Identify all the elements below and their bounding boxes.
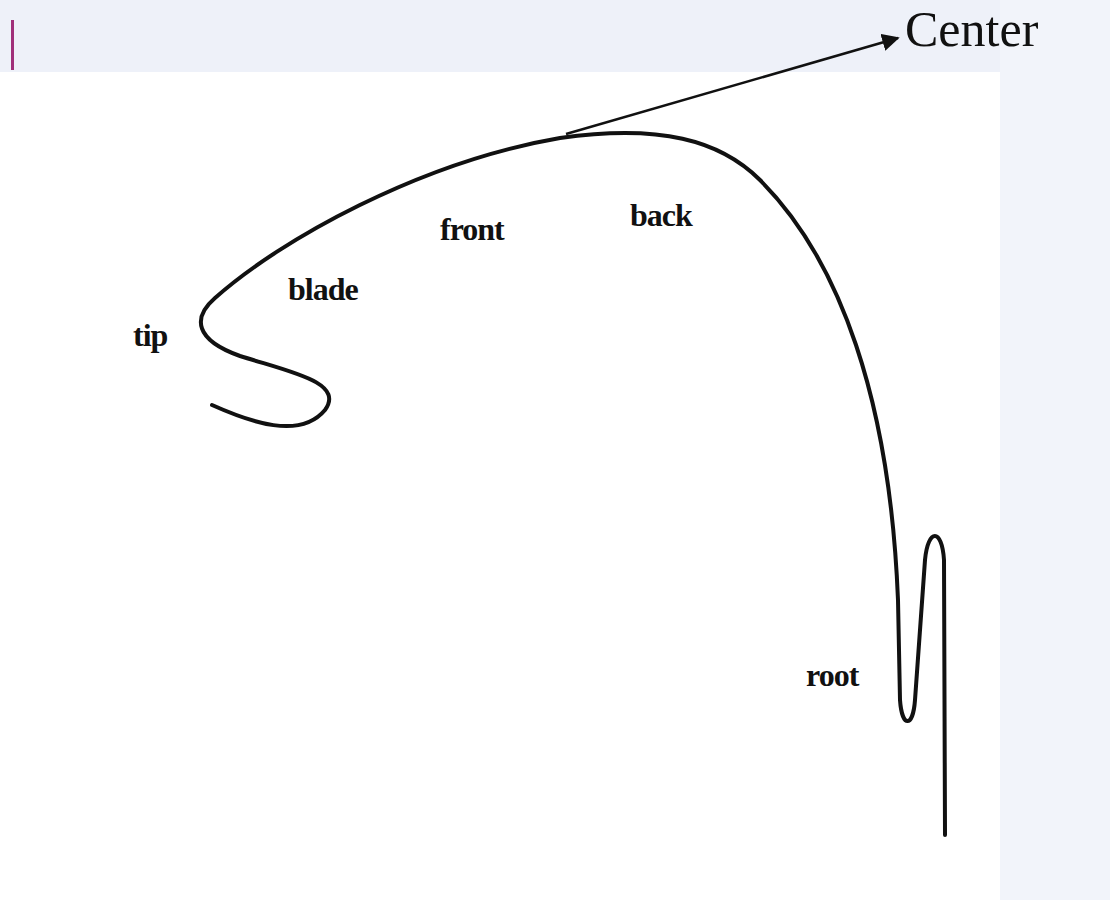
part-label: blade: [288, 272, 358, 307]
leader-arrow: [566, 38, 898, 134]
part-label: tip: [133, 318, 167, 353]
accent-bar: [11, 20, 14, 70]
part-label: back: [630, 198, 692, 233]
side-band: [1000, 0, 1110, 900]
header-band: [0, 0, 1110, 72]
tongue-outline: [201, 133, 945, 835]
pointer-label: Center: [905, 2, 1038, 57]
part-label: root: [806, 658, 858, 693]
part-label: front: [440, 212, 504, 247]
